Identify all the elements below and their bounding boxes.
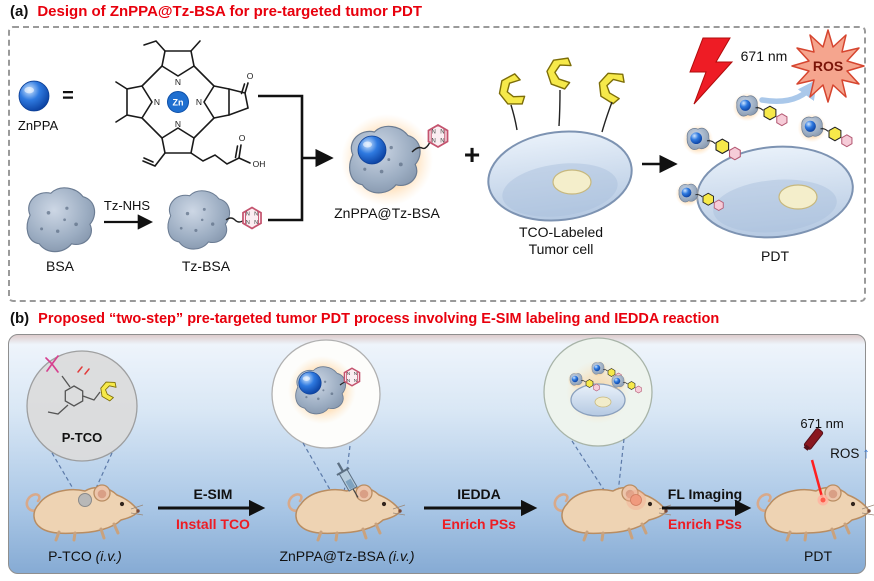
tumor-spot <box>630 494 642 506</box>
tz-bsa-blob <box>167 190 231 250</box>
laser-bolt-icon <box>689 37 734 105</box>
clicked-ps-construct <box>797 113 853 148</box>
laser-wavelength-b: 671 nm <box>800 416 844 431</box>
clicked-ps-construct <box>732 92 788 127</box>
bsa-label: BSA <box>45 258 74 274</box>
znppa-label: ZnPPA <box>17 118 59 133</box>
o-atom-label: O <box>247 71 254 81</box>
mouse-4 <box>756 483 874 542</box>
laser-wavelength-a: 671 nm <box>740 48 788 64</box>
panel-a-tag: (a) <box>10 3 29 20</box>
n-atom-label: N <box>175 119 181 129</box>
up-arrow-icon: ↑ <box>862 445 870 462</box>
oh-atom-label: OH <box>253 159 266 169</box>
arrow2-top-label: IEDDA <box>457 486 501 502</box>
hook-stems <box>510 89 613 133</box>
mouse2-caption: ZnPPA@Tz-BSA (i.v.) <box>257 548 437 565</box>
pdt-cell <box>696 145 854 239</box>
mouse2-caption-name: ZnPPA@Tz-BSA <box>279 548 385 564</box>
tumor-cell <box>487 130 633 222</box>
panel-b-tag: (b) <box>10 310 30 327</box>
labeled-cell-zoom-circle <box>543 337 653 447</box>
panel-a-header: (a) Design of ZnPPA@Tz-BSA for pre-targe… <box>10 3 422 20</box>
conjugate-sphere-icon <box>357 135 387 165</box>
tco-hook-icon <box>544 54 574 91</box>
zoom-lines-2 <box>302 442 351 494</box>
arrow1-bottom-label: Install TCO <box>176 516 250 532</box>
bsa-blob <box>26 187 96 253</box>
o-atom-label: O <box>239 133 246 143</box>
conjugate-label: ZnPPA@Tz-BSA <box>334 205 440 221</box>
znppa-structure: Zn N N N N O O OH <box>115 40 266 169</box>
arrow3-top-label: FL Imaging <box>667 486 743 502</box>
n-atom-label: N <box>175 77 181 87</box>
tco-hook-icon <box>593 67 629 106</box>
pdt-label-a: PDT <box>761 248 789 264</box>
mouse2-caption-iv: (i.v.) <box>388 548 415 564</box>
tz-linker <box>225 217 245 223</box>
ptco-depot-dot <box>78 493 92 507</box>
conjugate-zoom-circle <box>271 339 381 449</box>
ptco-structure-label: P-TCO <box>61 430 103 445</box>
merge-arrow <box>258 94 334 222</box>
phosphate-group <box>45 355 59 373</box>
zoom-lines-3 <box>571 438 625 494</box>
equals-sign: = <box>62 85 74 107</box>
mouse1-caption-iv: (i.v.) <box>95 548 122 564</box>
laser-beam <box>810 459 824 498</box>
conjugate-linker <box>411 141 431 153</box>
ptco-structure <box>47 375 101 415</box>
clicked-ps-construct <box>682 124 741 161</box>
mouse1-caption-name: P-TCO <box>48 548 92 564</box>
tco-cell-label-line2: Tumor cell <box>528 241 594 257</box>
fluorine-marks <box>77 366 90 375</box>
n-atom-label: N <box>196 97 202 107</box>
panel-b-title: Proposed “two-step” pre-targeted tumor P… <box>38 311 720 327</box>
n-atom-label: N <box>154 97 160 107</box>
mouse1-caption: P-TCO (i.v.) <box>20 548 150 565</box>
panel-b-header: (b) Proposed “two-step” pre-targeted tum… <box>10 310 719 327</box>
pdt-label-b: PDT <box>804 548 832 564</box>
znppa-sphere-icon <box>18 80 50 112</box>
plus-sign: + <box>463 139 481 170</box>
irradiation-spot-core <box>820 497 826 503</box>
mouse-2 <box>287 483 407 542</box>
tco-hook-icon <box>495 72 527 109</box>
cell-nucleus <box>778 184 818 210</box>
laser-device-icon <box>803 428 824 451</box>
ptco-zoom-circle <box>26 350 138 462</box>
energy-swoosh-arrow <box>759 79 818 104</box>
zn-atom-label: Zn <box>173 98 184 108</box>
arrow1-top-label: E-SIM <box>193 486 233 502</box>
arrow2-bottom-label: Enrich PSs <box>442 516 516 532</box>
panel-a-title: Design of ZnPPA@Tz-BSA for pre-targeted … <box>37 3 422 20</box>
tz-nhs-label: Tz-NHS <box>103 198 151 213</box>
tco-cell-label-line1: TCO-Labeled <box>518 224 604 240</box>
ros-burst-icon <box>791 29 865 103</box>
tz-bsa-label: Tz-BSA <box>181 258 231 274</box>
macrocycle-bridges <box>115 40 251 167</box>
ros-label-a: ROS <box>812 58 844 74</box>
conjugate-tetrazine-icon <box>427 124 449 148</box>
zn-center-icon <box>167 91 189 113</box>
ros-readout-b: ROS ↑ <box>826 446 874 462</box>
cell-nucleus <box>552 169 592 195</box>
ros-label-b: ROS <box>830 446 860 461</box>
syringe-icon <box>336 462 359 498</box>
tetrazine-icon <box>242 206 262 230</box>
arrow3-bottom-label: Enrich PSs <box>668 516 742 532</box>
conjugate-blob <box>349 125 421 194</box>
panel-b-box <box>8 334 866 574</box>
